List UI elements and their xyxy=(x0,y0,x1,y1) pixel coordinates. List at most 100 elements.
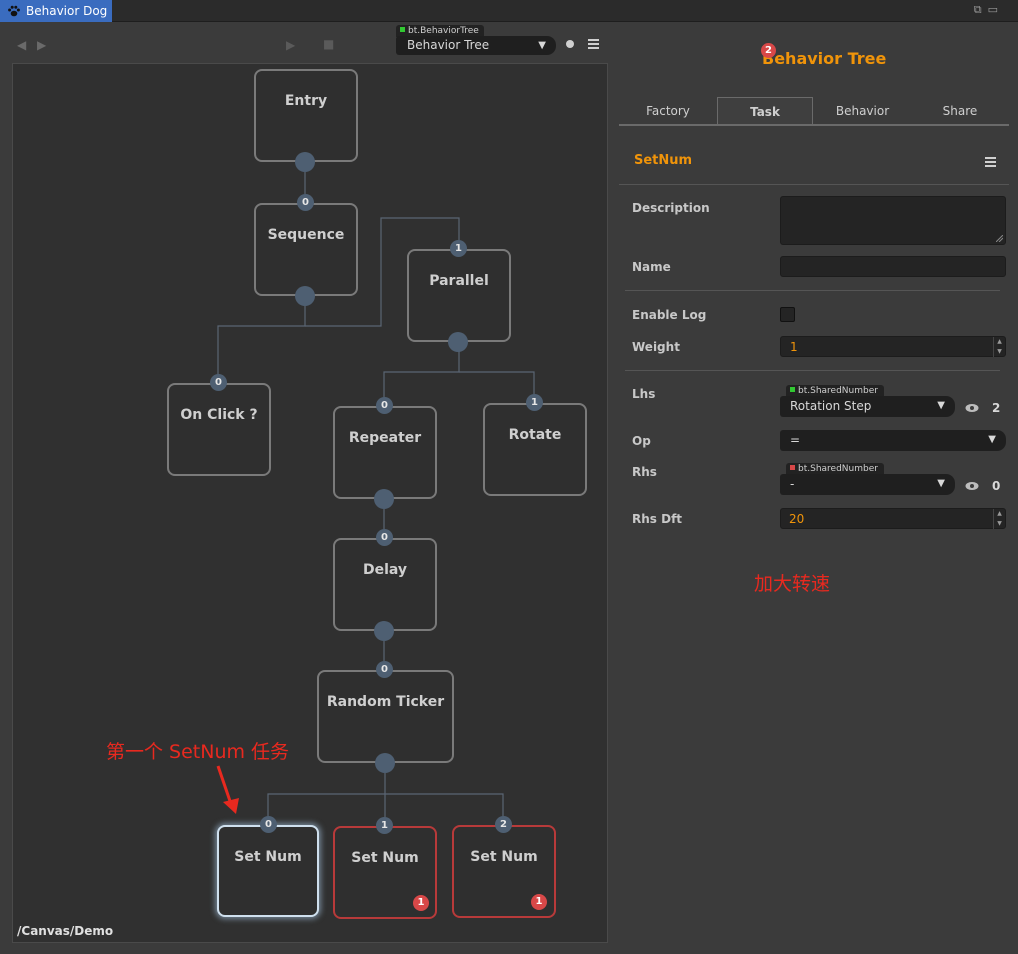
rhs-dropdown[interactable]: - ▼ xyxy=(780,474,955,495)
menu-icon[interactable] xyxy=(588,39,599,49)
section-menu-icon[interactable] xyxy=(985,157,996,167)
tab-behavior[interactable]: Behavior xyxy=(835,104,890,118)
node-rotate[interactable]: Rotate xyxy=(483,403,587,496)
rhs-label: Rhs xyxy=(632,465,657,479)
node-parallel[interactable]: Parallel xyxy=(407,249,511,342)
error-count-badge: 1 xyxy=(413,895,429,911)
name-input[interactable] xyxy=(780,256,1006,277)
enable-log-label: Enable Log xyxy=(632,308,707,322)
eye-icon[interactable] xyxy=(965,403,979,413)
child-index-badge: 0 xyxy=(376,397,393,414)
play-icon[interactable]: ▶ xyxy=(286,38,296,52)
lhs-label: Lhs xyxy=(632,387,656,401)
node-label: Random Ticker xyxy=(326,694,445,710)
node-output-port[interactable] xyxy=(375,753,395,773)
node-output-port[interactable] xyxy=(374,489,394,509)
weight-input[interactable]: 1 ▲▼ xyxy=(780,336,1006,357)
description-label: Description xyxy=(632,201,710,215)
connection-lines xyxy=(217,172,535,817)
nav-forward-icon[interactable]: ▶ xyxy=(37,38,47,52)
annotation-increase-speed: 加大转速 xyxy=(754,573,831,595)
canvas-path-label: /Canvas/Demo xyxy=(17,924,114,938)
description-textarea[interactable] xyxy=(780,196,1006,245)
node-label: Delay xyxy=(362,562,408,578)
child-index-badge: 1 xyxy=(376,817,393,834)
node-set-num-1[interactable]: Set Num xyxy=(333,826,437,919)
window-tab-title: Behavior Dog xyxy=(26,4,108,18)
section-title: SetNum xyxy=(634,153,693,168)
weight-label: Weight xyxy=(632,340,680,354)
enable-log-checkbox[interactable] xyxy=(780,307,795,322)
error-count-badge: 1 xyxy=(531,894,547,910)
paw-icon xyxy=(8,5,20,17)
node-label: Sequence xyxy=(267,227,345,243)
lhs-type-tag: bt.SharedNumber xyxy=(786,385,884,397)
child-index-badge: 1 xyxy=(526,394,543,411)
node-label: Repeater xyxy=(348,430,422,446)
tree-canvas[interactable]: Entry Sequence 0 Parallel 1 On Click ? 0… xyxy=(12,63,608,943)
weight-stepper[interactable]: ▲▼ xyxy=(993,337,1005,357)
rhs-type-tag: bt.SharedNumber xyxy=(786,463,884,475)
node-entry[interactable]: Entry xyxy=(254,69,358,162)
op-dropdown[interactable]: = ▼ xyxy=(780,430,1006,451)
fields-divider xyxy=(625,290,1000,291)
stop-icon[interactable]: ■ xyxy=(323,37,335,51)
tree-select-dropdown[interactable]: Behavior Tree ▼ xyxy=(396,36,556,55)
lhs-dropdown[interactable]: Rotation Step ▼ xyxy=(780,396,955,417)
chevron-down-icon: ▼ xyxy=(538,40,546,51)
chevron-down-icon: ▼ xyxy=(988,434,996,445)
node-output-port[interactable] xyxy=(374,621,394,641)
annotation-first-setnum: 第一个 SetNum 任务 xyxy=(106,741,290,763)
section-divider xyxy=(619,184,1009,185)
node-label: Parallel xyxy=(429,273,489,289)
child-index-badge: 1 xyxy=(450,240,467,257)
annotation-arrow-icon xyxy=(216,765,239,814)
node-output-port[interactable] xyxy=(295,286,315,306)
tabs-divider xyxy=(619,124,1009,126)
node-label: Set Num xyxy=(234,849,302,865)
rhs-ref-count: 0 xyxy=(992,479,1001,493)
node-label: Entry xyxy=(284,93,328,109)
name-label: Name xyxy=(632,260,671,274)
nav-back-icon[interactable]: ◀ xyxy=(17,38,27,52)
close-window-icon[interactable]: ▭ xyxy=(987,3,1004,16)
child-index-badge: 0 xyxy=(376,661,393,678)
chevron-down-icon: ▼ xyxy=(937,400,945,411)
tree-select-value: Behavior Tree xyxy=(407,38,490,52)
node-label: Rotate xyxy=(508,427,562,443)
node-output-port[interactable] xyxy=(295,152,315,172)
child-index-badge: 0 xyxy=(376,529,393,546)
record-icon[interactable] xyxy=(566,40,574,48)
tab-factory[interactable]: Factory xyxy=(646,104,690,118)
rhs-dft-label: Rhs Dft xyxy=(632,512,683,526)
tab-share[interactable]: Share xyxy=(942,104,978,118)
node-on-click[interactable]: On Click ? xyxy=(167,383,271,476)
eye-icon[interactable] xyxy=(965,481,979,491)
tree-select-group: bt.BehaviorTree Behavior Tree ▼ xyxy=(396,25,556,55)
node-label: Set Num xyxy=(351,850,419,866)
rhs-dft-stepper[interactable]: ▲▼ xyxy=(993,509,1005,529)
window-tab[interactable]: Behavior Dog xyxy=(0,0,112,22)
node-sequence[interactable]: Sequence xyxy=(254,203,358,296)
child-index-badge: 2 xyxy=(495,816,512,833)
resize-handle-icon[interactable] xyxy=(996,235,1003,242)
tab-task[interactable]: Task xyxy=(717,97,813,125)
op-label: Op xyxy=(632,434,651,448)
tree-type-tag: bt.BehaviorTree xyxy=(396,25,484,37)
title-bar xyxy=(0,0,1018,22)
panel-title: Behavior Tree xyxy=(762,49,887,68)
child-index-badge: 0 xyxy=(260,816,277,833)
node-set-num-0[interactable]: Set Num xyxy=(217,825,319,917)
panel-title-badge: 2 xyxy=(761,43,776,58)
fields-divider xyxy=(625,370,1000,371)
rhs-dft-input[interactable]: 20 ▲▼ xyxy=(780,508,1006,529)
node-delay[interactable]: Delay xyxy=(333,538,437,631)
node-label: On Click ? xyxy=(180,407,258,423)
restore-window-icon[interactable]: ⧉ xyxy=(973,3,988,16)
node-random-ticker[interactable]: Random Ticker xyxy=(317,670,454,763)
child-index-badge: 0 xyxy=(297,194,314,211)
node-repeater[interactable]: Repeater xyxy=(333,406,437,499)
lhs-ref-count: 2 xyxy=(992,401,1001,415)
node-label: Set Num xyxy=(470,849,538,865)
node-output-port[interactable] xyxy=(448,332,468,352)
